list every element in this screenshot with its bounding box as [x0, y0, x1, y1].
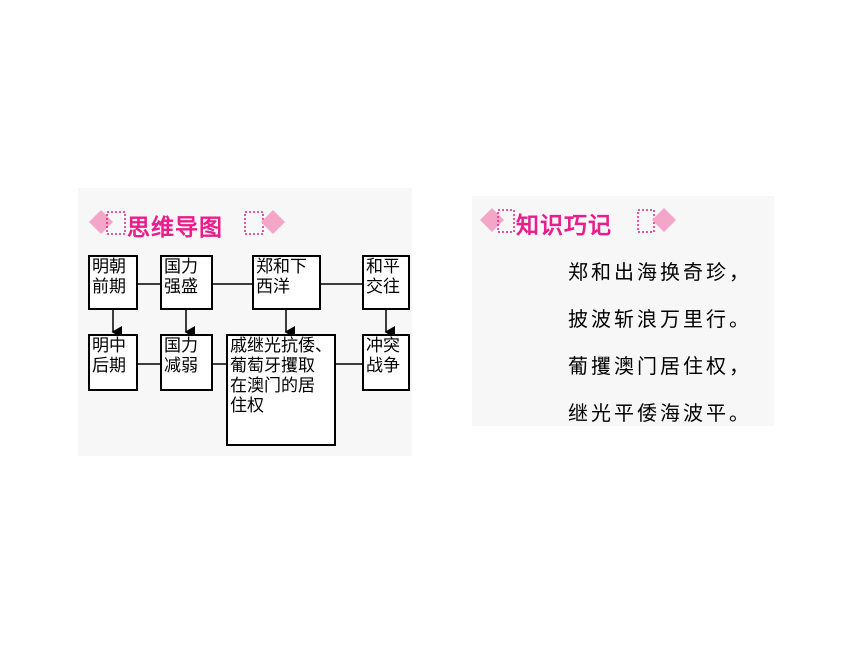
- node-label: 国力 强盛: [164, 257, 198, 297]
- header-decoration: [480, 208, 676, 233]
- poem-line-3: 葡攫澳门居住权，: [568, 354, 752, 378]
- right-diamond-icon: [261, 210, 285, 234]
- poem-line-2: 披波斩浪万里行。: [568, 307, 752, 331]
- node-qi-jiguang-portugal: 戚继光抗倭、 葡萄牙攫取 在澳门的居 住权: [226, 334, 336, 446]
- node-late-ming: 明中 后期: [88, 334, 138, 391]
- poem-line-1: 郑和出海换奇珍，: [568, 260, 752, 284]
- left-dotted-block-icon: [106, 211, 126, 235]
- left-dotted-block-icon: [497, 209, 515, 233]
- mindmap-title: 思维导图: [127, 215, 223, 241]
- node-label: 和平 交往: [366, 257, 400, 297]
- mnemonic-title: 知识巧记: [516, 213, 612, 239]
- node-label: 冲突 战争: [366, 336, 400, 376]
- node-label: 明中 后期: [92, 336, 126, 376]
- node-power-weak: 国力 减弱: [160, 334, 213, 391]
- node-label: 郑和下 西洋: [256, 257, 307, 297]
- header-decoration: [89, 210, 285, 235]
- mnemonic-header: 知识巧记: [478, 204, 678, 239]
- right-diamond-icon: [652, 208, 676, 232]
- node-label: 戚继光抗倭、 葡萄牙攫取 在澳门的居 住权: [230, 336, 332, 416]
- node-conflict-war: 冲突 战争: [362, 334, 410, 391]
- right-dotted-block-icon: [637, 209, 655, 233]
- node-label: 国力 减弱: [164, 336, 198, 376]
- node-early-ming: 明朝 前期: [88, 255, 138, 310]
- node-power-strong: 国力 强盛: [160, 255, 213, 310]
- node-peaceful-exchange: 和平 交往: [362, 255, 410, 310]
- mnemonic-panel: [472, 196, 774, 426]
- node-zheng-he-voyages: 郑和下 西洋: [252, 255, 321, 310]
- mindmap-header: 思维导图: [87, 206, 287, 241]
- poem-line-4: 继光平倭海波平。: [568, 401, 752, 425]
- node-label: 明朝 前期: [92, 257, 126, 297]
